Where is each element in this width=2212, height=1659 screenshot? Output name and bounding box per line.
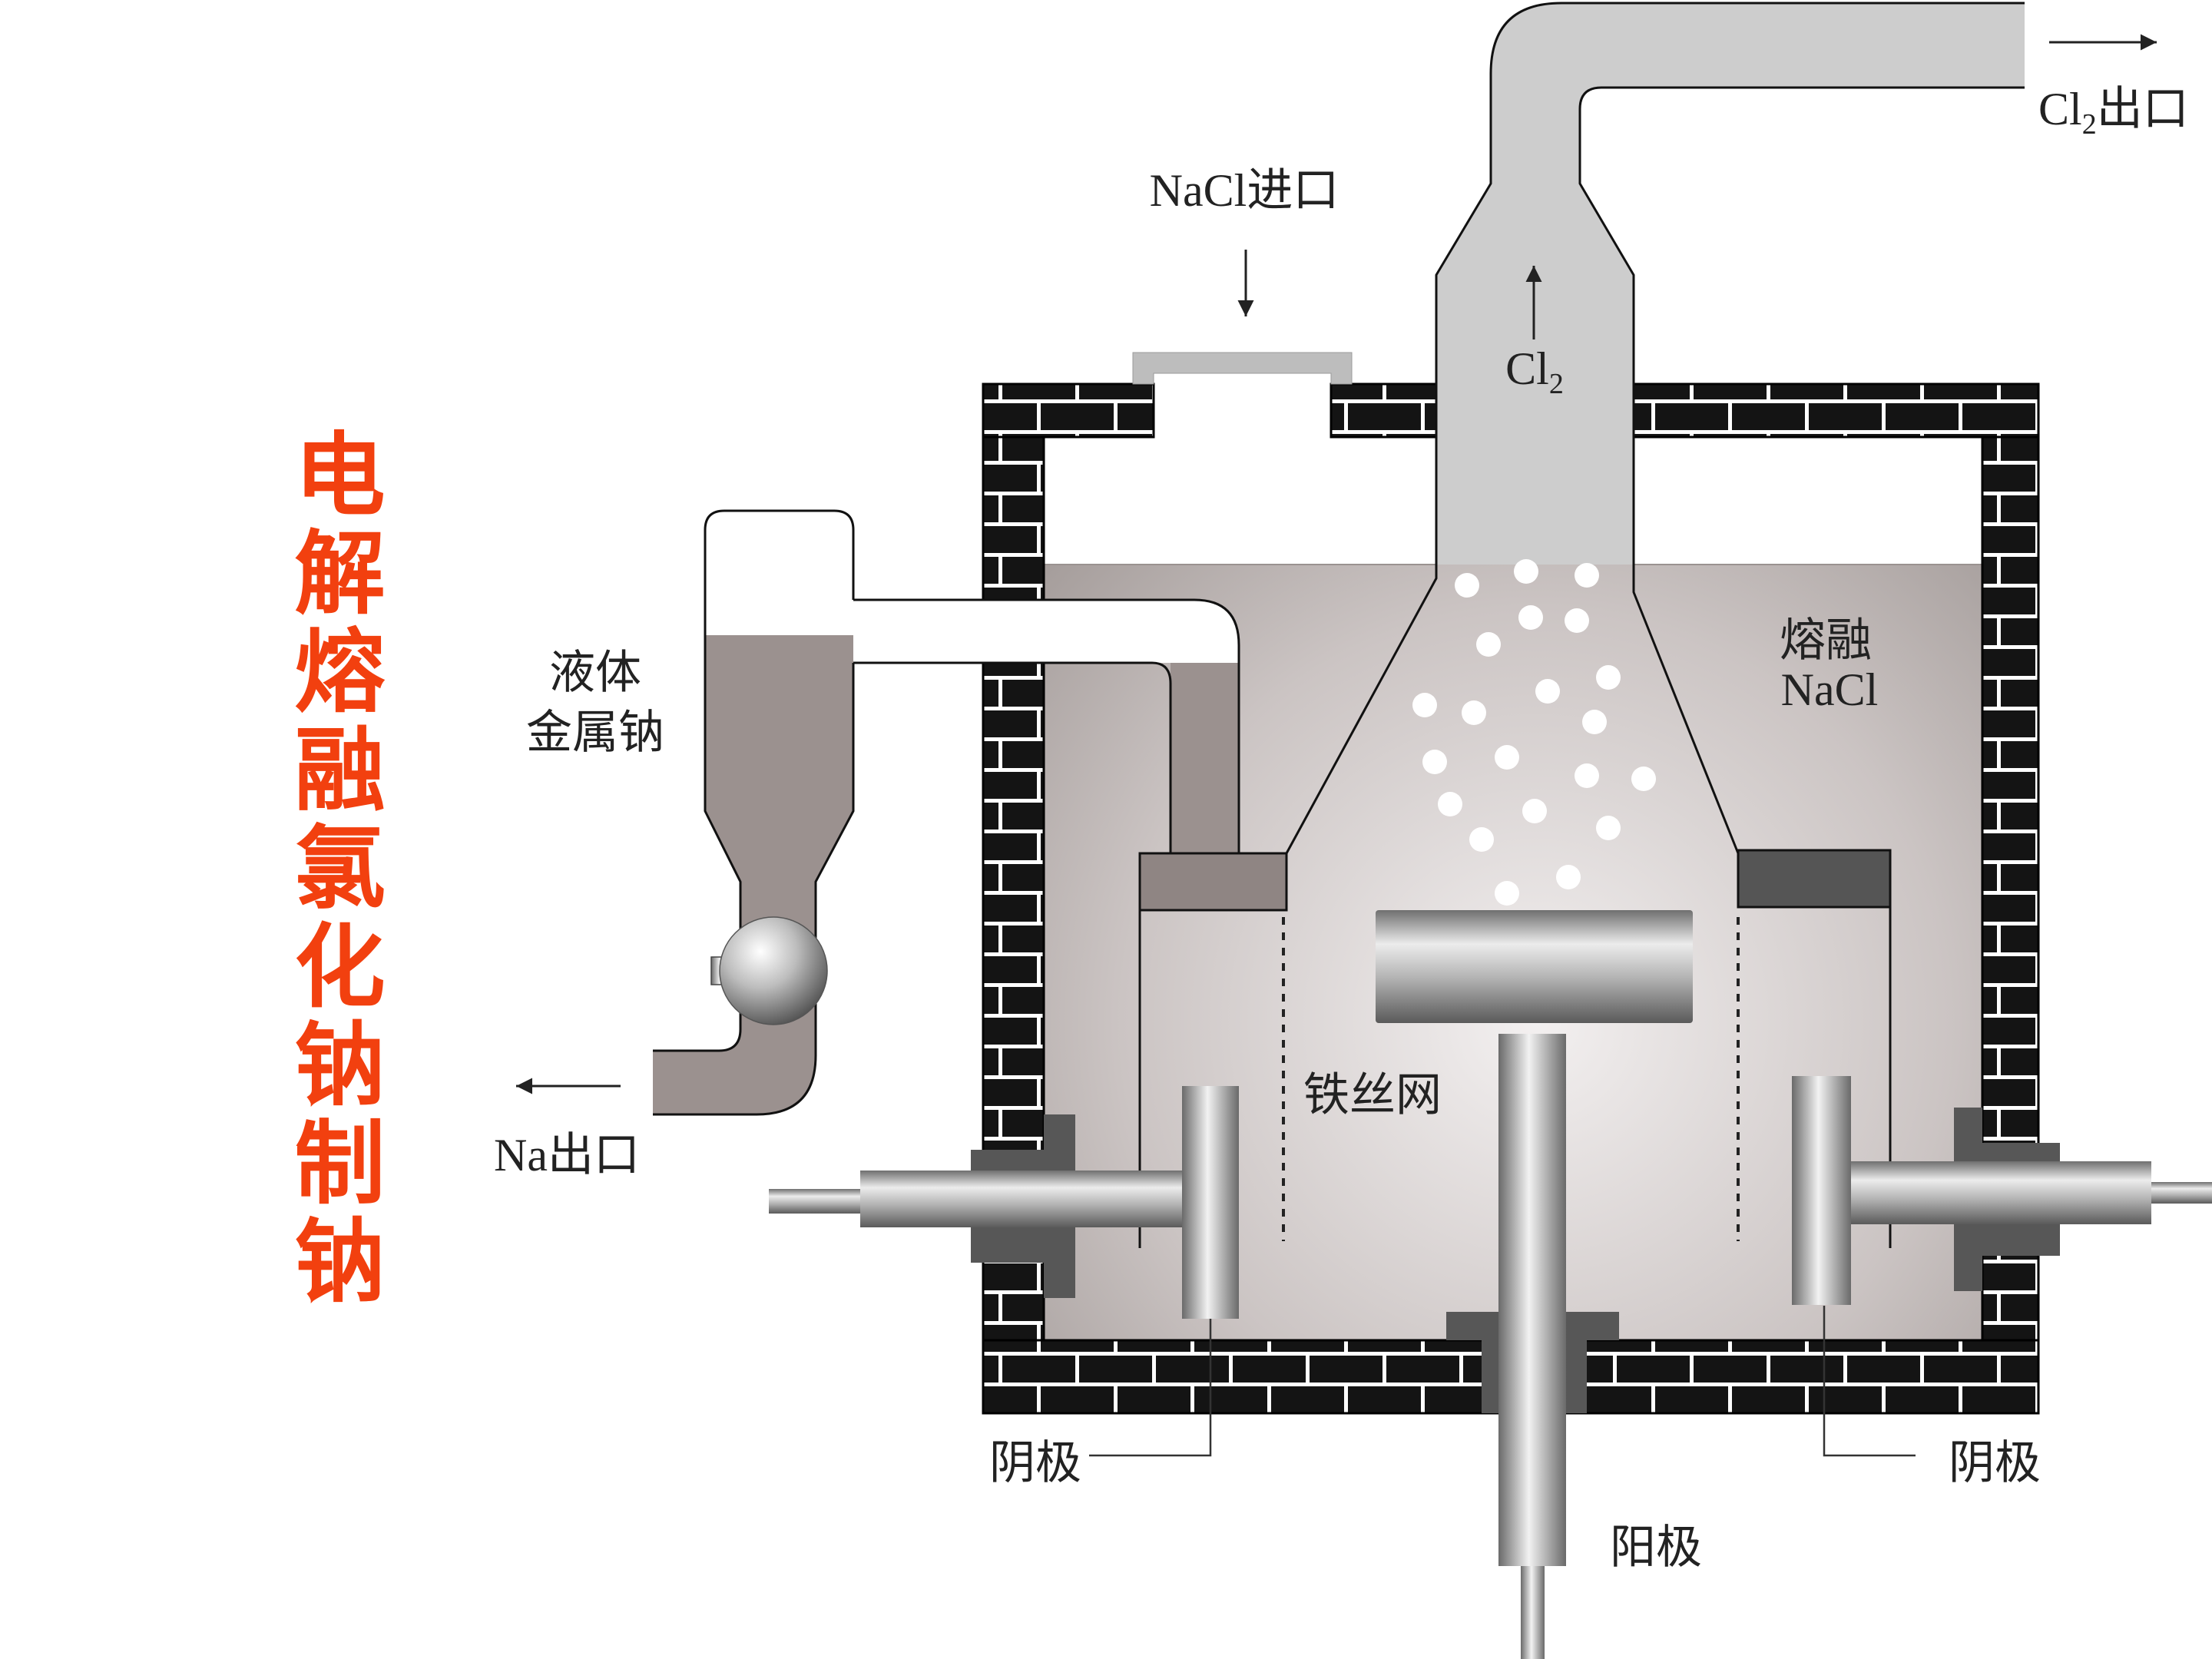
cl2-outlet-subscript: 2 [2082,108,2097,141]
chlorine-bubble [1631,767,1656,791]
chlorine-bubble [1514,559,1538,584]
chlorine-bubble [1596,665,1621,690]
cathode-right-rod [1826,1161,2151,1224]
cl2-gas-element: Cl [1505,343,1549,394]
cl2-outlet-label: Cl2出口 [2038,84,2189,141]
cathode-left-thin-rod [769,1189,862,1214]
left-wall-upper [982,435,1045,601]
liquid-sodium-label-line1: 液体 [549,647,641,698]
nacl-inlet-cap [1132,352,1353,385]
chlorine-bubble [1556,865,1581,889]
cathode-left-tube [1182,1086,1239,1319]
sodium-transfer-pipe-outline [853,598,1240,853]
chlorine-bubble [1495,881,1519,906]
top-wall-right [1632,382,2040,439]
chimney-outline-right [1578,86,2025,854]
chlorine-bubble [1495,745,1519,770]
cathode-left-leader [1089,1319,1212,1457]
top-wall-middle [1330,382,1438,439]
cl2-outlet-suffix: 出口 [2097,84,2189,134]
chlorine-bubble [1422,750,1447,774]
nacl-inlet-label: NaCl进口 [1150,165,1339,216]
na-outlet-label: Na出口 [494,1130,640,1181]
cathode-right-tube [1792,1076,1851,1305]
sodium-outlet-pipe-outline [653,998,817,1116]
molten-nacl-label-line1: 熔融 [1780,615,1872,666]
top-wall-left [982,382,1155,439]
cathode-left-rod [860,1171,1185,1227]
cl2-outlet-element: Cl [2038,84,2082,134]
anode-block [1376,910,1693,1023]
chlorine-bubble [1596,816,1621,840]
page-title: 电解熔融氯化钠制钠 [279,427,385,1312]
anode-label: 阳极 [1610,1522,1702,1573]
sodium-collector-hood-right [1737,849,1892,909]
chlorine-bubble [1522,799,1547,823]
anode [1376,910,1693,1659]
chlorine-chimney [1436,3,2025,565]
chlorine-bubble [1476,632,1501,657]
sodium-collector-hood-left [1138,852,1288,912]
cathode-right-label: 阴极 [1949,1438,2041,1488]
cathode-right [1792,1076,2212,1305]
molten-nacl-label-line2: NaCl [1781,664,1879,715]
liquid-sodium [705,635,853,952]
chlorine-bubble [1462,700,1486,725]
chlorine-bubble [1535,679,1560,704]
cathode-right-thin-rod [2151,1182,2212,1204]
chimney-outline-left [1285,2,2025,854]
sodium-collector-fill [705,511,853,952]
chlorine-bubble [1455,573,1479,598]
chlorine-bubble [1438,792,1462,816]
liquid-sodium-label-line2: 金属钠 [526,707,664,758]
sodium-transfer-pipe [853,600,1239,663]
cathode-left [769,1086,1239,1319]
chlorine-bubbles [1412,559,1656,906]
valve-ball [719,916,828,1025]
anode-thin-rod [1521,1559,1545,1659]
cl2-gas-label: Cl2 [1505,343,1564,400]
sodium-outlet-pipe [653,998,816,1114]
iron-mesh-label: 铁丝网 [1303,1070,1442,1121]
chlorine-bubble [1412,693,1437,717]
chlorine-bubble [1565,608,1589,633]
sodium-riser-pipe [1171,663,1239,853]
valve [710,916,828,1025]
chlorine-bubble [1575,563,1599,588]
chlorine-bubble [1469,827,1494,852]
sodium-collector-outline [704,509,855,945]
cathode-left-label: 阴极 [989,1438,1081,1488]
anode-rod [1498,1034,1566,1566]
chlorine-bubble [1575,763,1599,788]
chlorine-bubble [1518,605,1543,630]
chlorine-bubble [1582,710,1607,734]
cathode-right-leader [1823,1306,1916,1457]
cl2-gas-subscript: 2 [1549,368,1564,400]
